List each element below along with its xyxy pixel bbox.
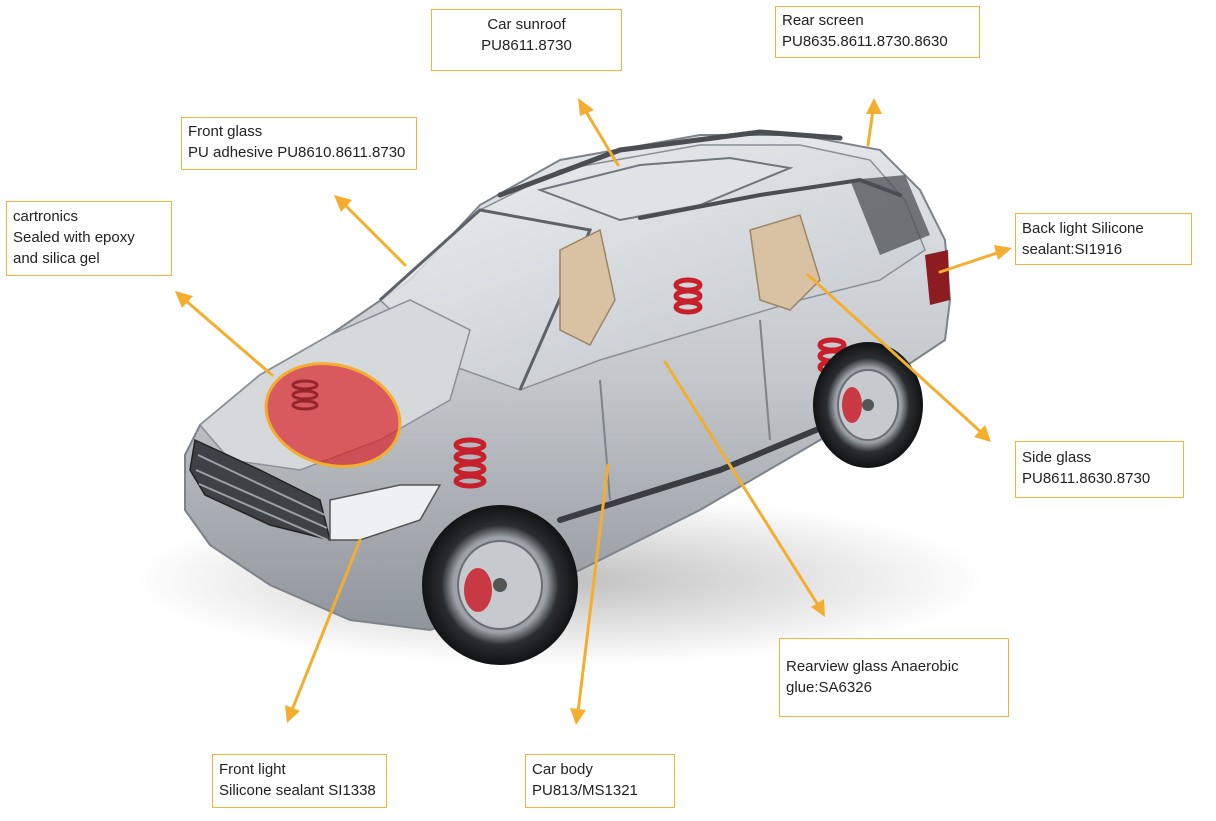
label-front-glass-title: Front glass <box>188 123 263 140</box>
cartronics-highlight <box>264 362 402 468</box>
label-back-light-title: Back light Silicone <box>1022 220 1144 237</box>
arrow-front-light <box>290 538 362 712</box>
roof-rail <box>497 129 843 198</box>
arrowhead-icon <box>974 425 991 442</box>
label-cartronics-line3: and silica gel <box>13 250 100 267</box>
front-grille <box>189 438 332 542</box>
rear-wheel <box>813 342 923 468</box>
label-car-sunroof: Car sunroof PU8611.8730 <box>431 9 622 71</box>
arrowhead-icon <box>175 291 193 308</box>
front-spring <box>453 437 487 489</box>
label-cartronics-line2: Sealed with epoxy <box>13 229 135 246</box>
label-rearview-glass-code: glue:SA6326 <box>786 679 872 696</box>
arrow-side-glass <box>806 273 984 435</box>
door-line <box>759 319 771 441</box>
grille-bar <box>195 469 328 529</box>
label-rear-screen: Rear screen PU8635.8611.8730.8630 <box>775 6 980 58</box>
label-side-glass: Side glass PU8611.8630.8730 <box>1015 441 1184 498</box>
label-car-body-title: Car body <box>532 761 593 778</box>
label-cartronics-title: cartronics <box>13 208 79 225</box>
front-wheel <box>422 505 578 665</box>
arrowhead-icon <box>570 708 586 725</box>
arrow-car-sunroof <box>583 108 620 167</box>
label-rear-screen-code: PU8635.8611.8730.8630 <box>782 33 948 50</box>
rear-seat <box>749 214 821 311</box>
sill <box>557 417 843 523</box>
label-front-light: Front light Silicone sealant SI1338 <box>212 754 387 808</box>
arrow-rearview-glass <box>663 360 820 607</box>
rear-window <box>850 175 930 255</box>
grille-bar <box>197 454 326 516</box>
callout-arrows <box>175 98 1012 725</box>
label-side-glass-code: PU8611.8630.8730 <box>1022 470 1151 487</box>
arrowhead-icon <box>866 98 882 114</box>
arrow-rear-screen <box>866 108 875 147</box>
grille-bar <box>198 483 329 541</box>
label-front-glass: Front glass PU adhesive PU8610.8611.8730 <box>181 117 417 170</box>
arrowhead-icon <box>334 195 352 212</box>
headlight <box>329 484 442 541</box>
label-rearview-glass: Rearview glass Anaerobic glue:SA6326 <box>779 638 1009 717</box>
label-front-light-code: Silicone sealant SI1338 <box>219 782 376 799</box>
label-front-glass-code: PU adhesive PU8610.8611.8730 <box>188 144 406 161</box>
arrowhead-icon <box>285 705 300 723</box>
label-rearview-glass-title: Rearview glass Anaerobic <box>786 658 959 675</box>
label-front-light-title: Front light <box>219 761 286 778</box>
sunroof-panel <box>536 156 794 222</box>
label-rear-screen-title: Rear screen <box>782 12 864 29</box>
label-back-light: Back light Silicone sealant:SI1916 <box>1015 213 1192 265</box>
arrow-car-body <box>576 463 610 714</box>
center-spring <box>673 277 703 315</box>
arrow-front-glass <box>343 203 407 267</box>
arrow-cartronics <box>183 298 274 377</box>
label-car-body-code: PU813/MS1321 <box>532 782 638 799</box>
label-cartronics: cartronics Sealed with epoxy and silica … <box>6 201 172 276</box>
arrow-back-light <box>938 250 1002 274</box>
tail-light <box>925 250 950 305</box>
label-car-body: Car body PU813/MS1321 <box>525 754 675 808</box>
arrowhead-icon <box>994 245 1012 260</box>
label-back-light-code: sealant:SI1916 <box>1022 241 1123 258</box>
windshield-frame <box>378 208 593 391</box>
door-line <box>599 379 611 501</box>
label-car-sunroof-code: PU8611.8730 <box>481 37 572 54</box>
label-side-glass-title: Side glass <box>1022 449 1092 466</box>
label-car-sunroof-title: Car sunroof <box>487 16 566 33</box>
arrowhead-icon <box>578 98 594 116</box>
arrowhead-icon <box>811 599 825 617</box>
car-greenhouse <box>378 144 926 391</box>
front-seat <box>559 228 616 346</box>
